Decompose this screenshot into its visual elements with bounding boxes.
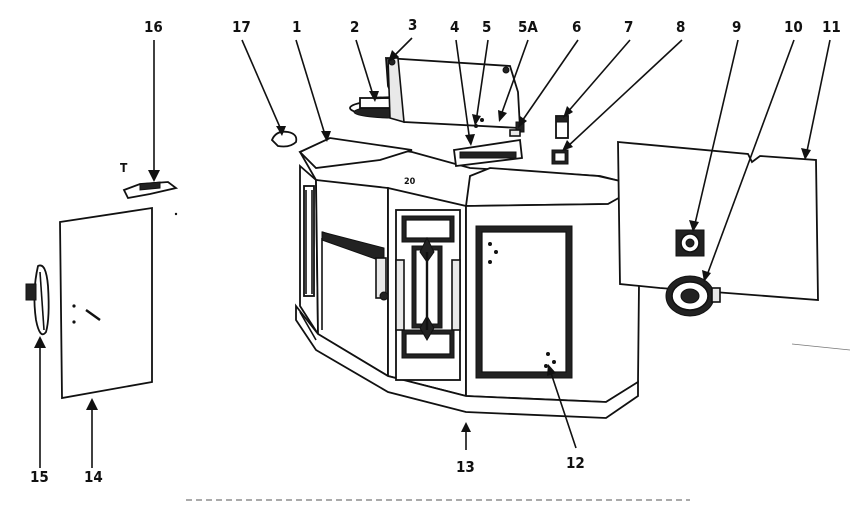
tube-part-7	[555, 115, 569, 139]
door-knob	[379, 291, 389, 301]
callout-16: 16	[144, 18, 163, 36]
callout-14: 14	[84, 468, 103, 486]
callout-3: 3	[408, 16, 417, 34]
back-panel	[617, 141, 819, 301]
part-8-block	[551, 149, 569, 165]
knob-part-17	[270, 130, 298, 148]
callout-5: 5	[482, 18, 491, 36]
left-lid	[298, 137, 413, 169]
callout-12: 12	[566, 454, 585, 472]
handle-part-15	[25, 264, 50, 336]
callout-4: 4	[450, 18, 459, 36]
top-mark: 20	[404, 177, 416, 187]
callout-2: 2	[350, 18, 359, 36]
callout-17: 17	[232, 18, 251, 36]
hinge-part-16: T	[120, 161, 179, 216]
speaker-part-9	[675, 229, 705, 257]
callout-5a: 5A	[518, 18, 538, 36]
left-door	[321, 231, 389, 330]
callout-labels: 17 1 2 3 4 5 5A 6 7 8 9 10 11 12 13 14 1…	[30, 16, 841, 486]
center-door	[395, 209, 461, 381]
callout-13: 13	[456, 458, 475, 476]
right-rule	[791, 343, 851, 351]
right-grille-panel	[475, 225, 573, 379]
callout-7: 7	[624, 18, 633, 36]
side-panel-14	[59, 206, 153, 400]
callout-1: 1	[292, 18, 301, 36]
callout-9: 9	[732, 18, 741, 36]
hinge-mark: T	[120, 161, 128, 175]
callout-11: 11	[822, 18, 841, 36]
callout-10: 10	[784, 18, 803, 36]
callout-15: 15	[30, 468, 49, 486]
cabinet: 20	[295, 137, 645, 419]
cabinet-base	[295, 303, 639, 419]
leader-lines	[34, 37, 831, 468]
callout-8: 8	[676, 18, 685, 36]
speaker-part-10	[665, 275, 721, 317]
callout-6: 6	[572, 18, 581, 36]
